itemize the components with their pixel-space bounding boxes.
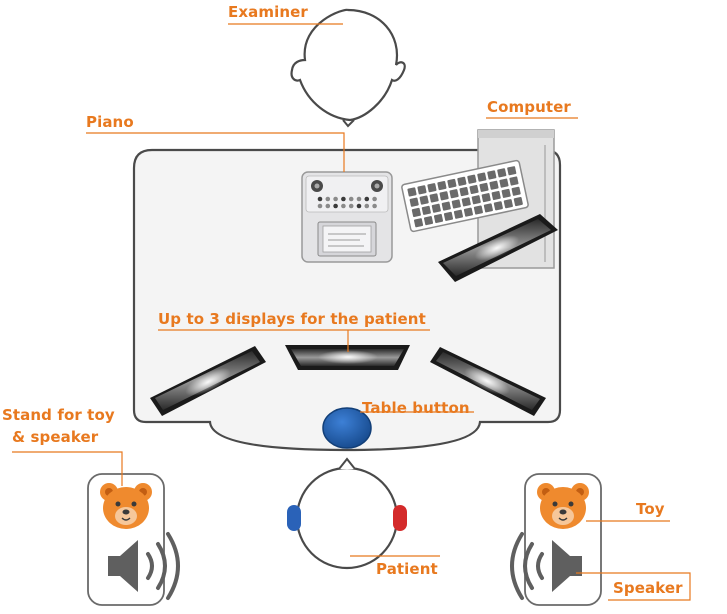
keyboard-key — [479, 182, 489, 192]
examiner-head — [290, 8, 406, 128]
keyboard-key — [497, 168, 507, 178]
keyboard-key — [489, 180, 499, 190]
keyboard-key — [473, 205, 483, 215]
displays-label: Up to 3 displays for the patient — [158, 310, 426, 328]
speaker-label: Speaker — [613, 579, 683, 597]
keyboard-key — [427, 183, 437, 193]
examiner-label: Examiner — [228, 3, 308, 21]
keyboard-key — [483, 203, 493, 213]
keyboard-key — [471, 195, 481, 205]
piano-button — [325, 196, 331, 202]
keyboard-key — [487, 170, 497, 180]
keyboard-key — [419, 195, 429, 205]
display-left — [150, 346, 266, 416]
table-button — [322, 407, 372, 449]
piano-button — [348, 203, 354, 209]
piano-button — [348, 196, 354, 202]
keyboard-key — [459, 187, 469, 197]
toy-label: Toy — [636, 500, 665, 518]
left-ear — [287, 505, 301, 531]
displays-leader — [158, 329, 430, 352]
piano-button — [325, 203, 331, 209]
keyboard-key — [513, 196, 523, 207]
piano-button — [372, 203, 377, 209]
piano-label: Piano — [86, 113, 134, 131]
piano-button — [356, 196, 362, 202]
patient-head — [287, 457, 407, 570]
keyboard-key — [511, 186, 521, 196]
teddy-bear-icon — [100, 483, 152, 529]
piano-button — [317, 203, 323, 209]
keyboard-key — [491, 190, 501, 201]
keyboard-key — [443, 211, 454, 221]
keyboard-key — [469, 184, 479, 195]
keyboard-key — [451, 199, 461, 209]
keyboard-key — [433, 213, 444, 224]
keyboard-key — [453, 209, 464, 219]
keyboard-key — [429, 193, 439, 203]
piano-button — [364, 203, 370, 209]
piano-leader — [86, 132, 345, 172]
display-center — [285, 345, 410, 370]
keyboard-key — [507, 166, 517, 176]
patient-label: Patient — [376, 560, 438, 578]
stand-label-line2: & speaker — [12, 428, 99, 446]
keyboard-key — [477, 172, 487, 182]
keyboard-key — [437, 181, 447, 191]
teddy-bear-icon — [537, 483, 589, 529]
piano-button — [317, 196, 323, 202]
keyboard-key — [463, 207, 473, 217]
keyboard-key — [467, 174, 477, 184]
keyboard-key — [409, 197, 419, 207]
keyboard-key — [413, 218, 424, 228]
keyboard-key — [439, 191, 449, 201]
speaker-icon — [108, 532, 180, 600]
keyboard-key — [503, 199, 513, 209]
speaker-icon — [510, 532, 582, 600]
keyboard-key — [501, 188, 511, 198]
leader-lines — [12, 23, 691, 601]
keyboard-key — [431, 203, 441, 213]
keyboard-key — [461, 197, 471, 207]
piano-button — [333, 203, 338, 209]
stand-label-line1: Stand for toy — [2, 406, 115, 424]
keyboard-key — [481, 193, 491, 203]
keyboard-key — [421, 205, 431, 215]
piano-device — [301, 171, 393, 263]
stand-leader — [12, 451, 123, 486]
keyboard-key — [509, 176, 519, 186]
keyboard-key — [447, 178, 457, 189]
display-right — [430, 347, 546, 416]
table-button-label: Table button — [362, 399, 470, 417]
piano-button — [341, 203, 346, 209]
keyboard-key — [493, 201, 503, 211]
keyboard-key — [441, 201, 451, 211]
right-ear — [393, 505, 407, 531]
keyboard-key — [457, 176, 467, 186]
keyboard-key — [423, 216, 434, 226]
piano-button — [364, 196, 370, 202]
display-right-top — [438, 214, 558, 282]
computer-label: Computer — [487, 98, 571, 116]
piano-button — [372, 196, 377, 202]
piano-button — [341, 196, 346, 202]
keyboard-key — [499, 178, 509, 188]
keyboard-key — [417, 185, 427, 195]
keyboard — [401, 159, 529, 233]
piano-button — [356, 203, 362, 209]
keyboard-key — [411, 207, 421, 218]
keyboard-key — [407, 187, 417, 197]
keyboard-key — [449, 189, 459, 199]
speaker-leader — [576, 572, 691, 601]
piano-button — [333, 196, 338, 202]
